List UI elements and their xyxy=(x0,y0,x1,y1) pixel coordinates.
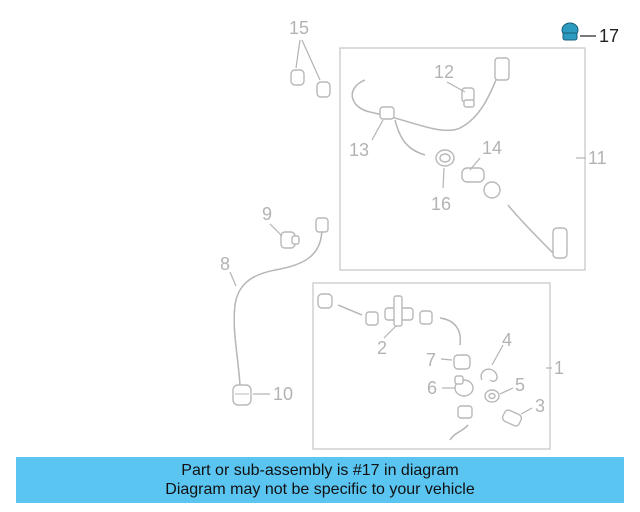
box-assembly-11 xyxy=(339,47,586,271)
callout-6: 6 xyxy=(427,378,437,398)
box-assembly-1 xyxy=(312,282,551,450)
part-6-fitting xyxy=(454,375,474,397)
part-2-assembly xyxy=(317,293,462,346)
callout-11: 11 xyxy=(588,148,607,168)
callout-15: 15 xyxy=(289,18,309,38)
callout-13: 13 xyxy=(349,140,369,160)
part-14-fitting xyxy=(461,167,501,199)
callout-4: 4 xyxy=(502,330,512,350)
callout-7: 7 xyxy=(426,350,436,370)
callout-5: 5 xyxy=(515,375,525,395)
part-8-hose xyxy=(233,217,329,386)
callout-12: 12 xyxy=(434,62,454,82)
callout-9: 9 xyxy=(262,204,272,224)
hose-group-11 xyxy=(351,57,568,259)
part-4-clip xyxy=(480,368,498,382)
callout-1: 1 xyxy=(554,358,564,378)
part-3-sensor xyxy=(501,409,523,427)
callout-16: 16 xyxy=(431,194,451,214)
part-15-clamps xyxy=(290,69,331,98)
part-16-clamp xyxy=(435,149,455,167)
banner-line-2: Diagram may not be specific to your vehi… xyxy=(165,481,475,498)
part-9-fitting xyxy=(280,231,300,249)
part-5-washer xyxy=(484,389,500,403)
callout-3: 3 xyxy=(535,396,545,416)
part-17-highlighted xyxy=(561,22,579,41)
leader-lines xyxy=(229,35,596,415)
callout-17: 17 xyxy=(599,26,619,46)
banner-line-1: Part or sub-assembly is #17 in diagram xyxy=(181,462,459,479)
callout-14: 14 xyxy=(482,138,502,158)
part-13-clip xyxy=(379,106,395,120)
callout-10: 10 xyxy=(273,384,293,404)
part-hose-lower xyxy=(449,405,473,441)
part-10-clamp xyxy=(232,384,252,406)
callout-labels: 15 12 13 14 11 16 9 8 10 2 1 7 4 6 5 3 1… xyxy=(220,18,619,416)
callout-8: 8 xyxy=(220,254,230,274)
info-banner: Part or sub-assembly is #17 in diagram D… xyxy=(16,457,624,503)
part-7-clamp xyxy=(453,354,471,370)
callout-2: 2 xyxy=(377,338,387,358)
